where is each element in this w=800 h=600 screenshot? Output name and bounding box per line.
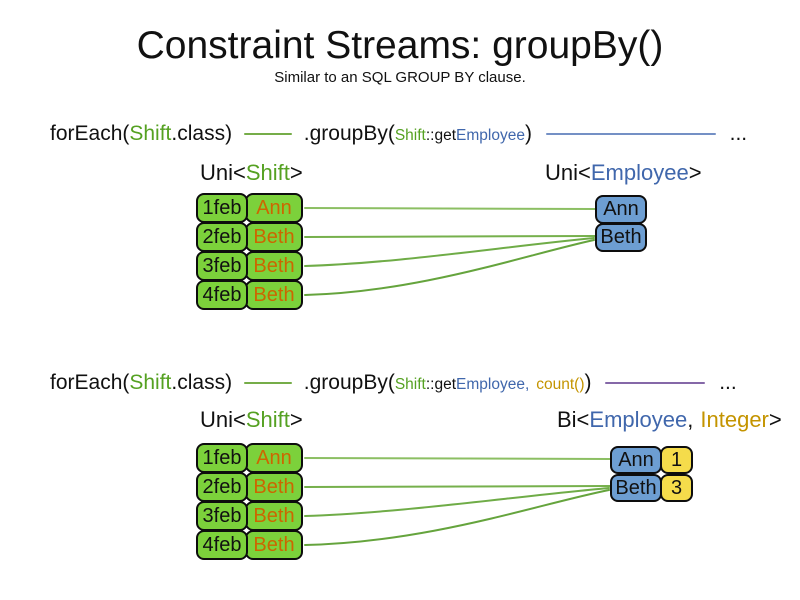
shift-date-cell: 4feb xyxy=(196,530,248,560)
uni-shift-label-1: Uni<Shift> xyxy=(200,160,303,186)
code1-arg-shift: Shift xyxy=(394,127,426,144)
code1-groupby: .groupBy( xyxy=(303,122,395,145)
slide-subtitle: Similar to an SQL GROUP BY clause. xyxy=(274,69,526,86)
uni-shift-1-pre: Uni< xyxy=(200,160,246,185)
code2-stream-line-green xyxy=(243,382,292,385)
uni-employee-post: > xyxy=(688,160,702,185)
uni-shift-1-type: Shift xyxy=(245,160,290,185)
bi-label-type1: Employee xyxy=(589,407,688,432)
code2-foreach: forEach( xyxy=(50,371,130,394)
connector-s2-row2-to-beth xyxy=(304,485,611,488)
code2-class: .class) xyxy=(171,371,233,394)
bi-employee-integer-label: Bi<Employee,Integer> xyxy=(557,407,782,433)
shift-row: 2feb Beth xyxy=(196,472,303,502)
shift-date-cell: 2feb xyxy=(196,472,248,502)
shift-row: 4feb Beth xyxy=(196,280,303,310)
connector-s1-row2-to-beth xyxy=(304,235,596,238)
shift-row: 3feb Beth xyxy=(196,501,303,531)
bi-label-pre: Bi< xyxy=(557,407,590,432)
shift-employee-cell: Ann xyxy=(245,443,303,473)
uni-shift-2-pre: Uni< xyxy=(200,407,246,432)
code2-ellipsis: ... xyxy=(719,371,737,394)
connector-s1-row3-to-beth xyxy=(304,237,595,267)
shift-date-cell: 3feb xyxy=(196,501,248,531)
bi-label-post: > xyxy=(768,407,782,432)
shift-employee-cell: Beth xyxy=(245,280,303,310)
shift-row: 4feb Beth xyxy=(196,530,303,560)
code2-arg-employee: Employee, xyxy=(456,376,530,393)
code2-close-paren: ) xyxy=(584,371,592,394)
shift-employee-cell: Beth xyxy=(245,530,303,560)
code1-ellipsis: ... xyxy=(729,122,748,145)
code2-stream-line-purple xyxy=(605,382,706,385)
code1-foreach: forEach( xyxy=(50,122,130,145)
uni-shift-label-2: Uni<Shift> xyxy=(200,407,303,433)
shift-row: 1feb Ann xyxy=(196,443,303,473)
connector-s1-row1-to-ann xyxy=(304,207,596,210)
code1-arg-getter: ::get xyxy=(425,127,457,144)
shift-employee-cell: Beth xyxy=(245,251,303,281)
code1-stream-line-green xyxy=(243,133,292,136)
shift-row: 2feb Beth xyxy=(196,222,303,252)
bi-group-count: 3 xyxy=(660,474,693,502)
shift-table-1: 1feb Ann 2feb Beth 3feb Beth 4feb Beth xyxy=(196,193,303,310)
bi-group-name: Beth xyxy=(610,474,662,502)
group-box-beth: Beth xyxy=(595,223,647,252)
connector-s2-row1-to-ann xyxy=(304,457,611,460)
connector-s2-row3-to-beth xyxy=(304,487,610,517)
code2-arg-shift: Shift xyxy=(394,376,426,393)
shift-date-cell: 1feb xyxy=(196,443,248,473)
code1-close-paren: ) xyxy=(524,122,532,145)
uni-employee-type: Employee xyxy=(590,160,689,185)
bi-label-type2: Integer xyxy=(700,407,769,432)
code-line-1: forEach(Shift.class) .groupBy(Shift::get… xyxy=(50,120,747,149)
shift-row: 1feb Ann xyxy=(196,193,303,223)
shift-employee-cell: Ann xyxy=(245,193,303,223)
shift-date-cell: 1feb xyxy=(196,193,248,223)
code-line-2: forEach(Shift.class) .groupBy(Shift::get… xyxy=(50,369,737,398)
code2-shift-class: Shift xyxy=(129,371,172,394)
code2-arg-count: count() xyxy=(536,376,585,393)
shift-employee-cell: Beth xyxy=(245,501,303,531)
uni-shift-2-type: Shift xyxy=(245,407,290,432)
shift-employee-cell: Beth xyxy=(245,222,303,252)
uni-shift-2-post: > xyxy=(289,407,303,432)
code1-stream-line-blue xyxy=(545,133,716,136)
shift-date-cell: 4feb xyxy=(196,280,248,310)
uni-employee-pre: Uni< xyxy=(545,160,591,185)
code1-shift-class: Shift xyxy=(129,122,172,145)
shift-date-cell: 2feb xyxy=(196,222,248,252)
code1-arg-employee: Employee xyxy=(456,127,525,144)
shift-row: 3feb Beth xyxy=(196,251,303,281)
shift-date-cell: 3feb xyxy=(196,251,248,281)
code1-class: .class) xyxy=(171,122,233,145)
connector-s2-row4-to-beth xyxy=(304,489,610,546)
connector-s1-row4-to-beth xyxy=(304,239,595,296)
code2-arg-getter: ::get xyxy=(425,376,457,393)
bi-label-sep: , xyxy=(687,407,694,432)
shift-employee-cell: Beth xyxy=(245,472,303,502)
group-box-ann: Ann xyxy=(595,195,647,224)
slide-title: Constraint Streams: groupBy() xyxy=(136,24,664,67)
uni-shift-1-post: > xyxy=(289,160,303,185)
shift-table-2: 1feb Ann 2feb Beth 3feb Beth 4feb Beth xyxy=(196,443,303,560)
bi-group-count: 1 xyxy=(660,446,693,474)
bi-group-row-ann: Ann 1 xyxy=(610,446,693,474)
bi-group-name: Ann xyxy=(610,446,662,474)
code2-groupby: .groupBy( xyxy=(303,371,395,394)
uni-employee-label: Uni<Employee> xyxy=(545,160,702,186)
bi-group-row-beth: Beth 3 xyxy=(610,474,693,502)
